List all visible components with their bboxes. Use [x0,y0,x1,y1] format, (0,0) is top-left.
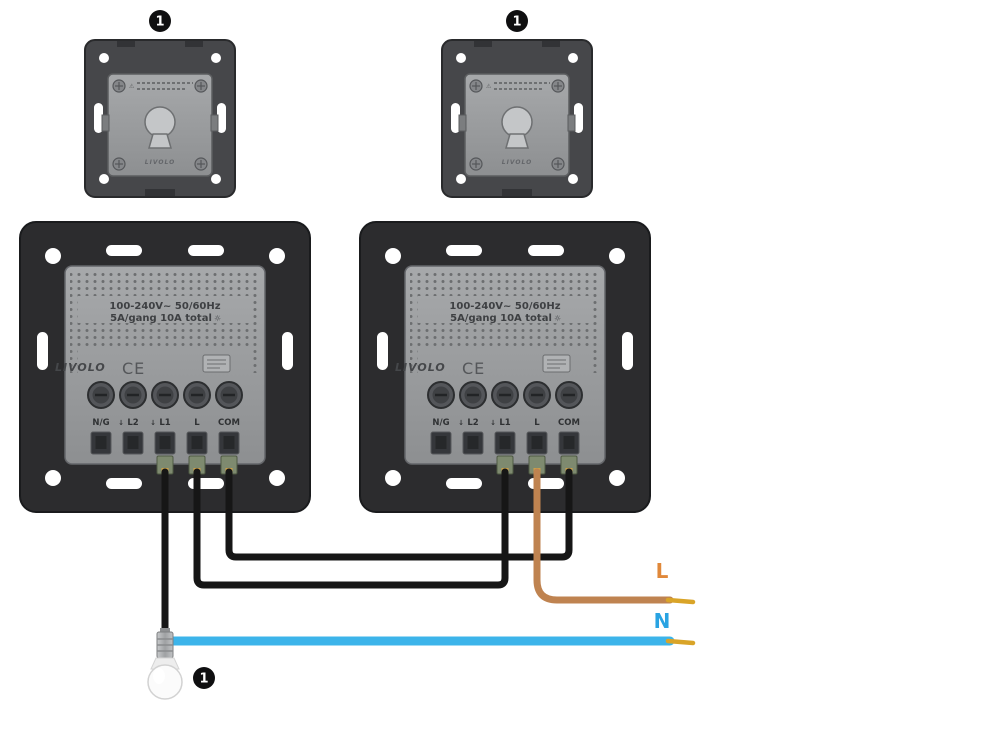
step-badge-right-unit [506,10,528,32]
neutral-label: N [654,609,671,633]
wire-neutral-bare-tip [665,638,696,646]
step-badge-lamp [193,667,215,689]
bulb-highlight [153,668,165,684]
wire-l1-link-black [193,468,509,589]
wiring [161,468,696,646]
small-switch-unit-right [441,39,593,198]
wire-live-bare-tip [665,597,696,605]
step-badge-left-unit [149,10,171,32]
small-switch-unit-left [84,39,236,198]
live-label: L [656,559,669,583]
bulb-glass [147,664,183,700]
wire-com-link-black [225,468,573,561]
light-bulb [147,628,183,700]
bulb-cap [160,628,170,633]
wire-live-brown [533,468,674,604]
